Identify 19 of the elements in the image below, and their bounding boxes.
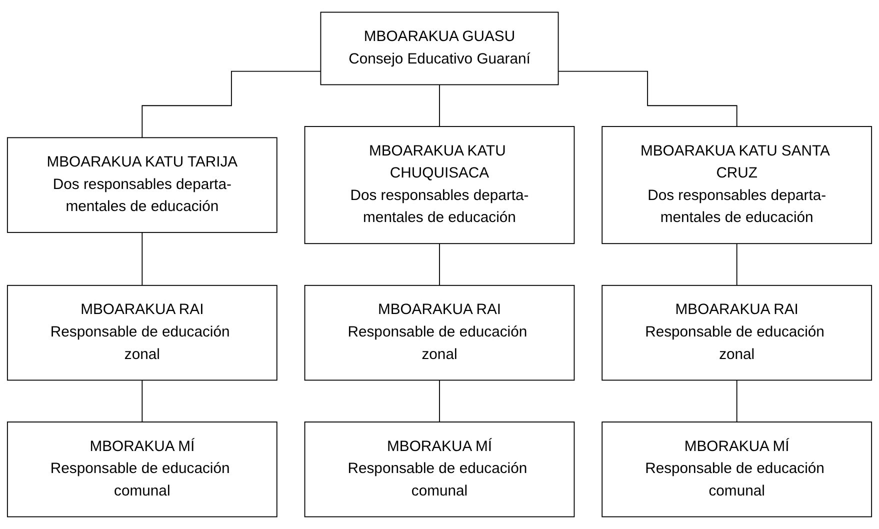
connector: [736, 243, 738, 286]
node-box: MBOARAKUA RAI Responsable de educación zonal: [602, 284, 872, 381]
connector: [558, 70, 738, 127]
connector: [439, 380, 440, 422]
connector: [142, 70, 322, 138]
node-box: MBORAKUA MÍ Responsable de educación comunal: [304, 422, 575, 518]
node-box: MBORAKUA MÍ Responsable de educación comunal: [602, 422, 872, 518]
node-box: MBOARAKUA KATU TARIJA Dos responsables departa-mentales de educación: [6, 137, 278, 233]
connector: [142, 232, 143, 286]
node-box: MBOARAKUA KATU SANTA CRUZ Dos responsables departa-mentales de educación: [602, 126, 872, 244]
node-box: MBOARAKUA RAI Responsable de educación zonal: [6, 284, 278, 381]
node-box: MBORAKUA MÍ Responsable de educación comunal: [6, 422, 278, 518]
connector: [439, 243, 440, 286]
connector: [439, 84, 440, 127]
node-box: MBOARAKUA RAI Responsable de educación zonal: [304, 284, 575, 381]
node-box: MBOARAKUA KATU CHUQUISACA Dos responsables departa-mentales de educación: [304, 126, 575, 244]
connector: [142, 380, 143, 422]
connector: [736, 380, 738, 422]
node-box: MBOARAKUA GUASU Consejo Educativo Guaraní: [320, 12, 559, 86]
